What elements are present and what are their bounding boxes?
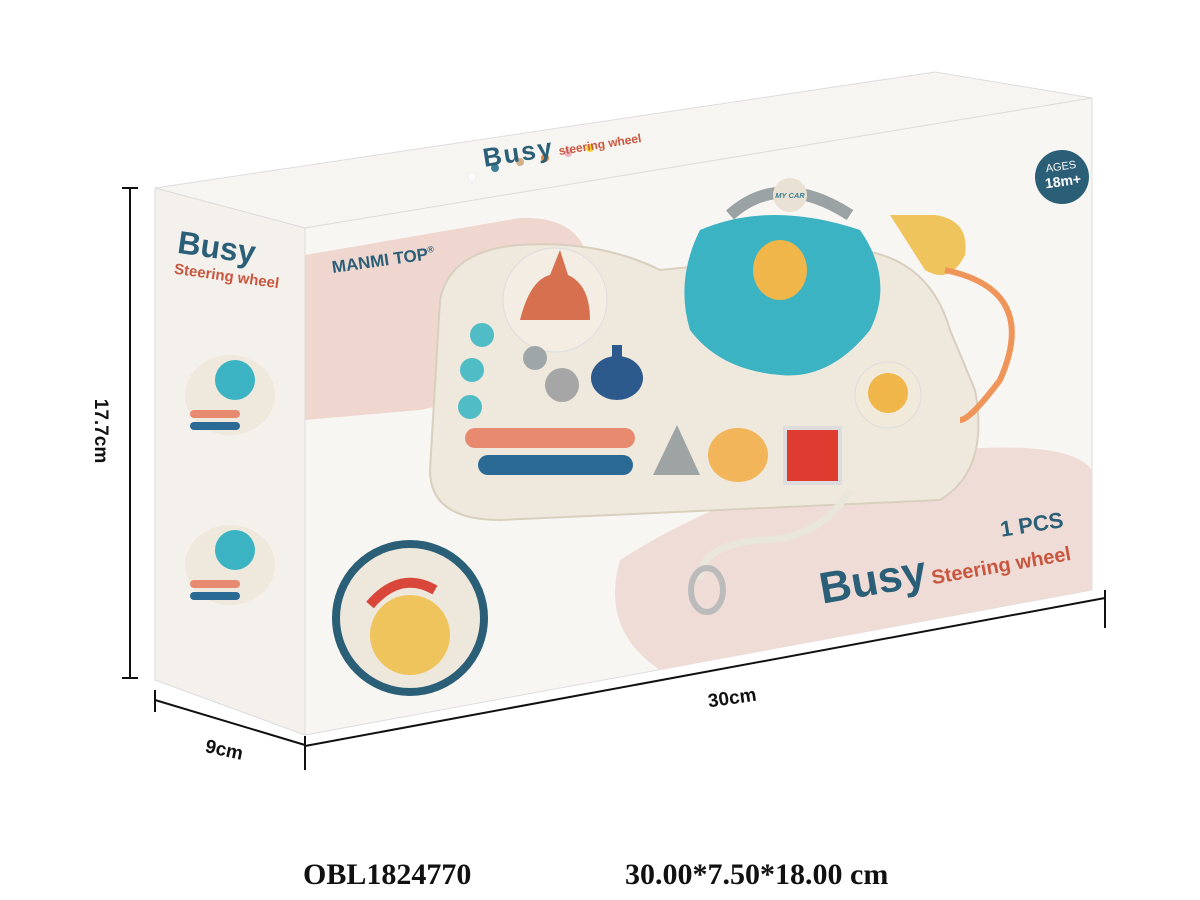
top-dot — [586, 144, 594, 152]
toy-key-cord — [944, 267, 1015, 423]
item-code: OBL1824770 — [303, 858, 472, 891]
toy-lock — [868, 373, 908, 413]
toy-slider-top — [465, 428, 635, 448]
toy-button-grey — [523, 346, 547, 370]
dimension-lines — [122, 187, 1106, 770]
toy-ring — [688, 565, 726, 615]
side-mini-slider — [190, 422, 240, 430]
toy-textured-pad — [708, 428, 768, 482]
toy-button — [458, 395, 482, 419]
toy-joystick-stick — [612, 345, 622, 370]
toy-red-button — [783, 426, 842, 485]
toy-cord — [696, 488, 854, 581]
toy-key — [890, 215, 966, 275]
toy-badge-disc — [773, 178, 807, 212]
toy-triangle — [653, 425, 700, 475]
side-mini-slider — [190, 580, 240, 588]
brand-mark: ® — [426, 244, 435, 255]
toy-badge-text: MY CAR — [775, 191, 805, 200]
top-dot — [564, 149, 572, 157]
side-mini-wheel — [215, 360, 255, 400]
toy-horn — [753, 240, 807, 300]
age-badge — [1035, 150, 1089, 204]
toy-slider-bottom — [478, 455, 633, 475]
side-mini-slider — [190, 592, 240, 600]
top-dot — [541, 154, 549, 162]
toy-button — [460, 358, 484, 382]
age-badge-text: AGES 18m+ — [1034, 157, 1089, 192]
inset-wheel — [370, 595, 450, 675]
toy-knob — [520, 250, 590, 320]
top-dot — [516, 158, 524, 166]
top-dot — [467, 172, 477, 182]
package-size: 30.00*7.50*18.00 cm — [625, 858, 889, 891]
rotate-arrow-icon — [366, 577, 438, 609]
height-label: 17.7cm — [90, 398, 112, 464]
toy-speaker — [545, 368, 579, 402]
toy-button — [470, 323, 494, 347]
side-mini-slider — [190, 410, 240, 418]
top-dot — [491, 164, 499, 172]
toy-joystick — [591, 356, 643, 400]
side-mini-wheel — [215, 530, 255, 570]
